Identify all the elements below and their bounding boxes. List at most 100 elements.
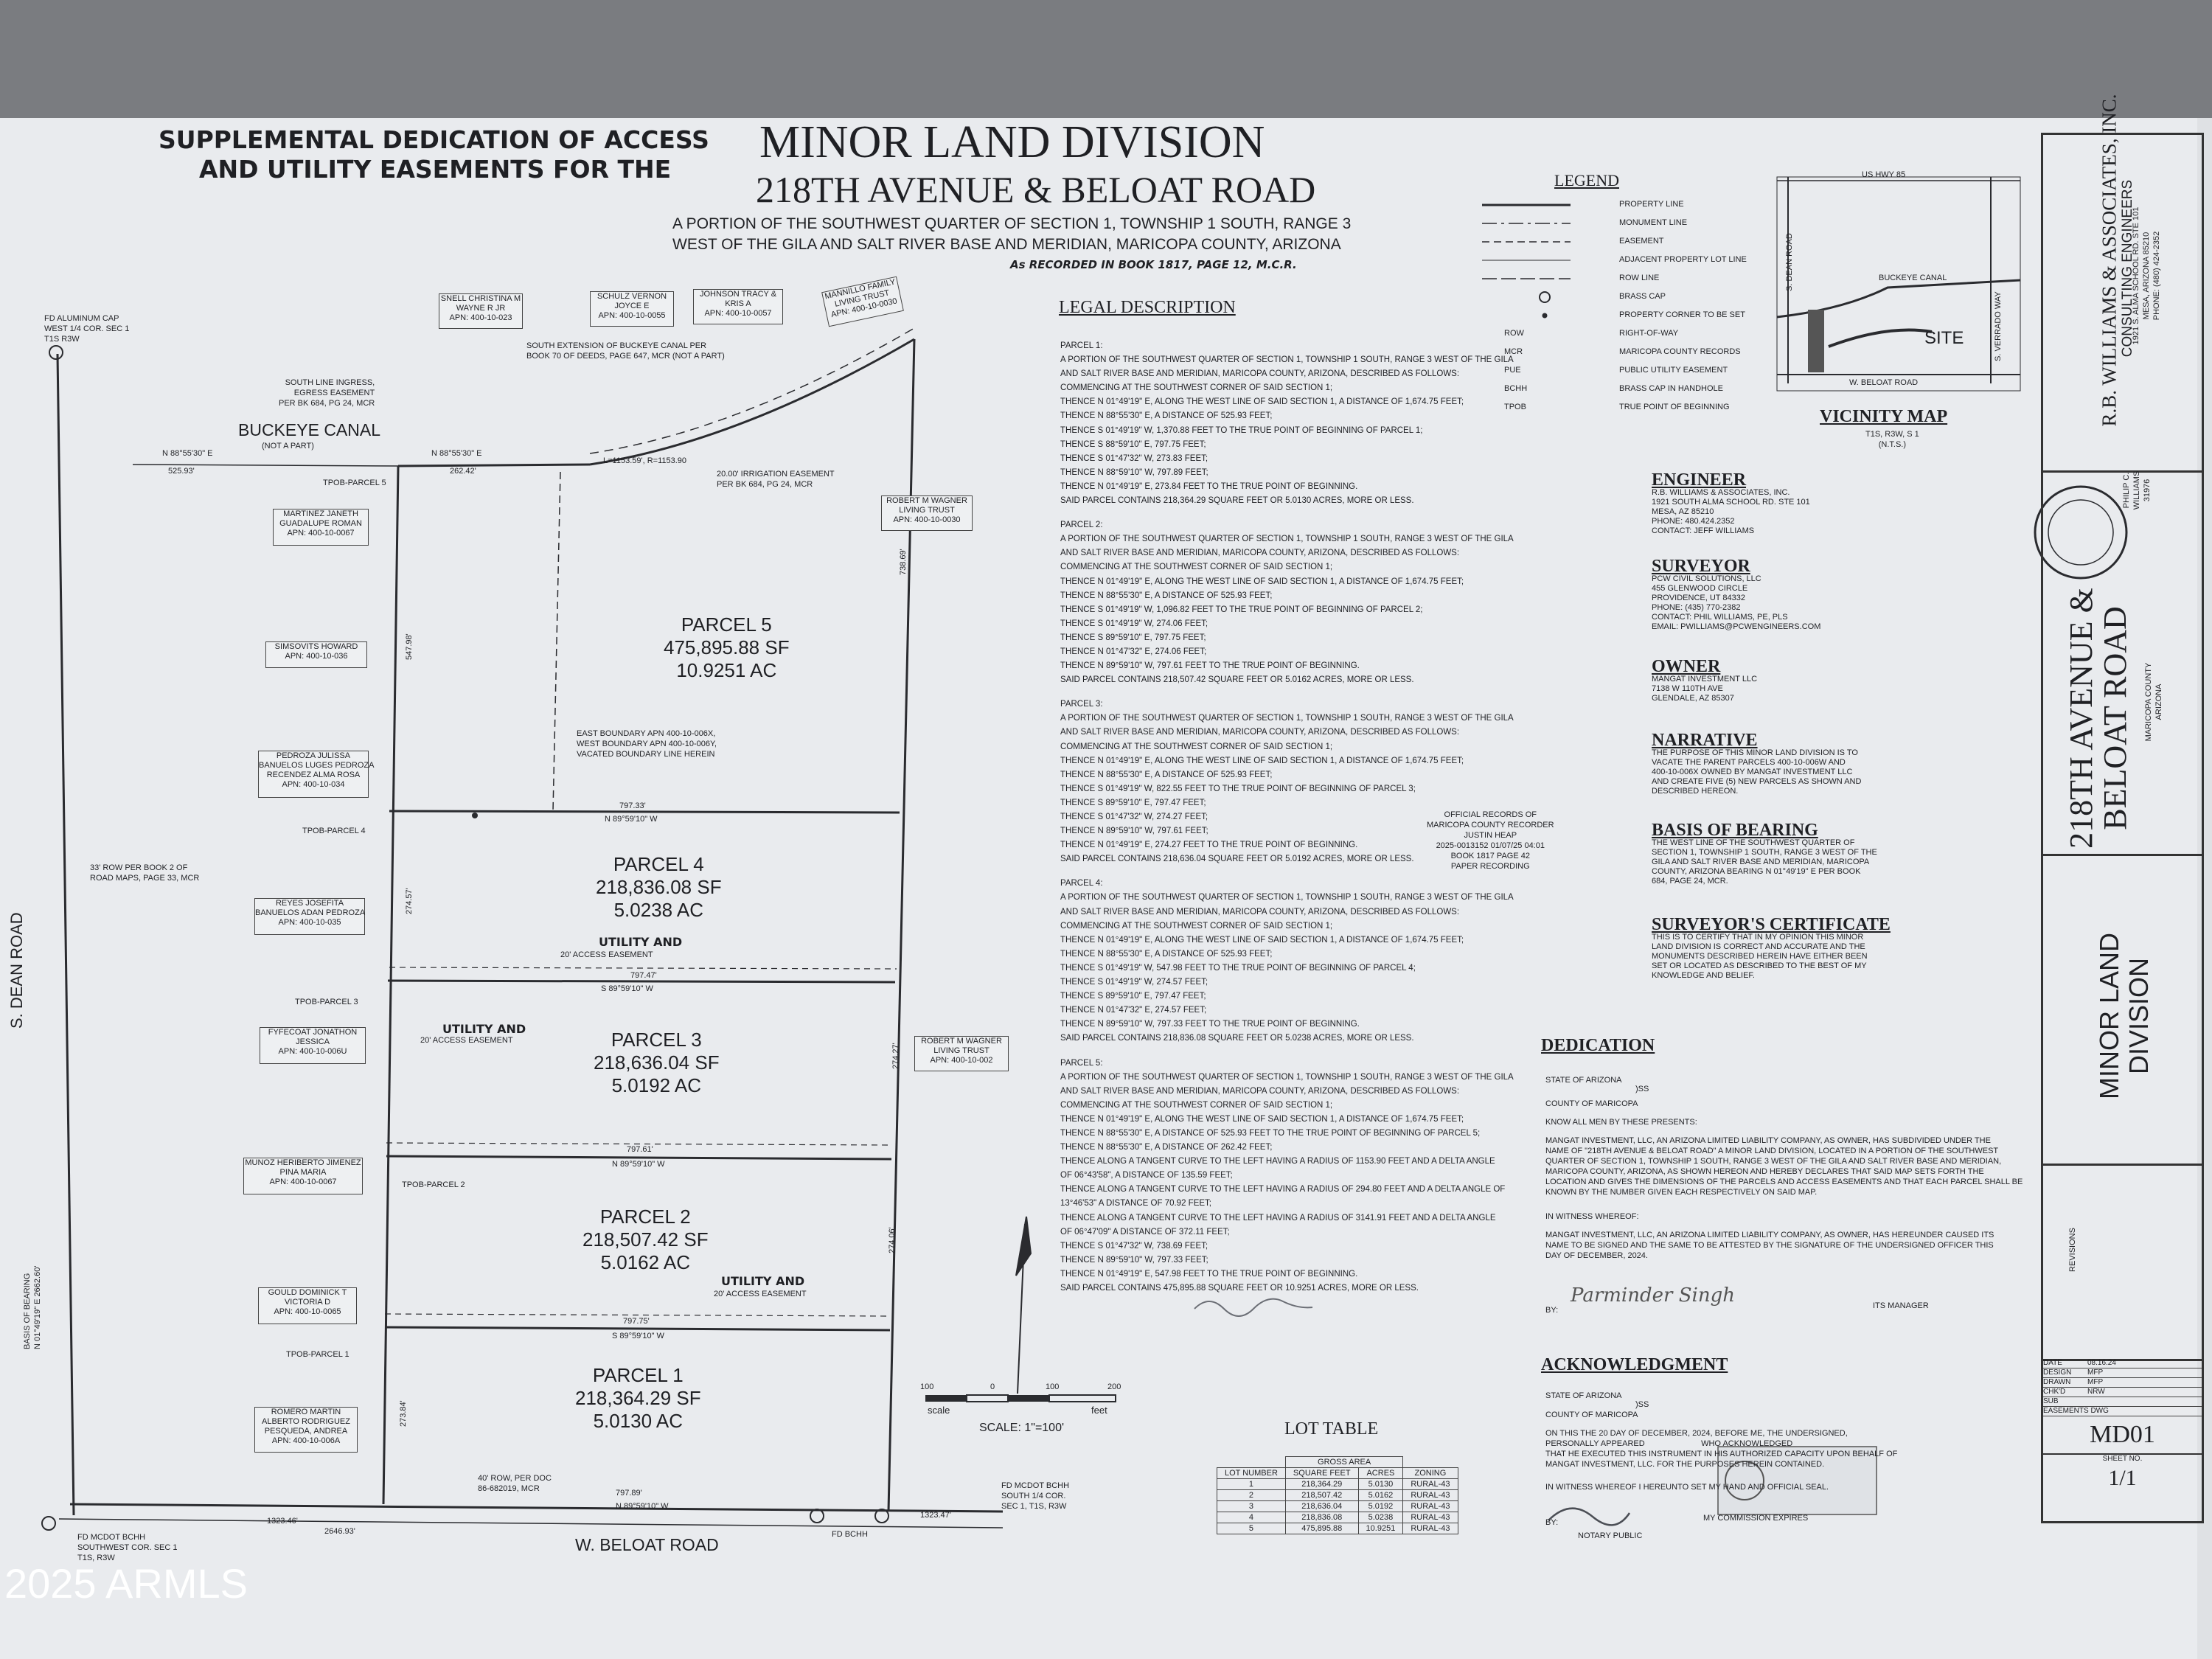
- dim-273-84: 273.84': [399, 1400, 408, 1427]
- surveyor-body: PCW CIVIL SOLUTIONS, LLC 455 GLENWOOD CI…: [1652, 574, 1821, 631]
- legal-line: AND SALT RIVER BASE AND MERIDIAN, MARICO…: [1060, 369, 1460, 379]
- legal-line: THENCE S 01°49'19" W, 274.06 FEET;: [1060, 619, 1208, 628]
- legal-line: PARCEL 5:: [1060, 1058, 1103, 1068]
- tpob-parcel-4: TPOB-PARCEL 4: [302, 827, 366, 835]
- legend-heading: LEGEND: [1554, 171, 1619, 189]
- parcel-3-4-line: [387, 979, 896, 984]
- access-easement-3: [386, 1142, 893, 1146]
- ack-state: STATE OF ARIZONA: [1545, 1391, 1622, 1400]
- page-subtitle: 218TH AVENUE & BELOAT ROAD: [756, 169, 1316, 210]
- owner-box-johnson: JOHNSON TRACY & KRIS A APN: 400-10-0057: [693, 289, 783, 324]
- dim-797-47: 797.47': [630, 971, 657, 980]
- owner-section: OWNER MANGAT INVESTMENT LLC 7138 W 110TH…: [1652, 657, 1917, 703]
- owner-box-reyes: REYES JOSEFITA BANUELOS ADAN PEDROZA APN…: [254, 898, 365, 935]
- legal-line: [1060, 508, 1503, 518]
- vicinity-beloat: W. BELOAT ROAD: [1849, 378, 1919, 387]
- ack-by: BY:: [1545, 1518, 1559, 1527]
- lot-table-header: LOT NUMBER: [1217, 1467, 1286, 1479]
- parcel-1-2-line: [384, 1326, 891, 1332]
- legal-line: OF 06°47'09" A DISTANCE OF 372.11 FEET;: [1060, 1227, 1230, 1237]
- table-cell: 5.0238: [1357, 1512, 1404, 1523]
- dim-547: 547.98': [405, 633, 414, 660]
- owner-box-pedroza: PEDROZA JULISSA BANUELOS LUGES PEDROZA R…: [258, 751, 375, 798]
- legal-line: AND SALT RIVER BASE AND MERIDIAN, MARICO…: [1060, 549, 1460, 558]
- dedication-state: STATE OF ARIZONA: [1545, 1076, 1622, 1085]
- notary-seal: [1717, 1446, 1877, 1515]
- dean-road-label: S. DEAN ROAD: [7, 912, 26, 1029]
- section-west-line: [56, 353, 75, 1516]
- legal-line: A PORTION OF THE SOUTHWEST QUARTER OF SE…: [1060, 355, 1514, 365]
- legal-line: AND SALT RIVER BASE AND MERIDIAN, MARICO…: [1060, 907, 1460, 917]
- chkd-value: NRW: [2087, 1388, 2105, 1396]
- dim-262: 262.42': [450, 467, 476, 476]
- dedication-witness: IN WITNESS WHEREOF:: [1545, 1212, 1639, 1221]
- legal-line: PARCEL 4:: [1060, 879, 1103, 888]
- lot-table-header: ZONING: [1402, 1467, 1458, 1479]
- title-block: R.B. WILLIAMS & ASSOCIATES, INC. CONSULT…: [2041, 94, 2204, 1523]
- legal-line: [1060, 1046, 1503, 1057]
- dedication-signature: Parminder Singh: [1571, 1284, 1735, 1307]
- access-easement-4: [389, 967, 897, 970]
- bearing-n-3: N 89°59'10" W: [616, 1502, 669, 1511]
- north-arrow: [1015, 1216, 1032, 1394]
- legal-line: THENCE S 89°59'10" E, 797.47 FEET;: [1060, 798, 1206, 807]
- legal-line: THENCE N 89°59'10" W, 797.33 FEET;: [1060, 1255, 1208, 1265]
- legal-line: SAID PARCEL CONTAINS 218,836.08 SQUARE F…: [1060, 1034, 1414, 1043]
- legal-line: THENCE S 01°49'19" W, 1,370.88 FEET TO T…: [1060, 425, 1423, 435]
- dim-797-75: 797.75': [623, 1317, 650, 1326]
- legend-abbr: PUE: [1504, 366, 1521, 375]
- legal-line: COMMENCING AT THE SOUTHWEST CORNER OF SA…: [1060, 563, 1333, 572]
- design-value: MFP: [2087, 1368, 2104, 1377]
- firm-address: 1921 S. ALMA SCHOOL RD. STE 101 MESA, AR…: [2132, 206, 2161, 345]
- fd-mcdot-sw-label: FD MCDOT BCHH SOUTHWEST COR. SEC 1 T1S, …: [77, 1533, 178, 1562]
- legal-line: COMMENCING AT THE SOUTHWEST CORNER OF SA…: [1060, 1100, 1333, 1110]
- legal-line: THENCE N 01°49'19" E, ALONG THE WEST LIN…: [1060, 1114, 1464, 1124]
- parcel-2-3-line: [386, 1155, 892, 1161]
- legal-line: THENCE S 01°47'32" W, 738.69 FEET;: [1060, 1241, 1208, 1251]
- owner-heading: OWNER: [1652, 657, 1721, 676]
- legend-item: MONUMENT LINE: [1619, 218, 1688, 227]
- table-cell: RURAL-43: [1402, 1478, 1458, 1490]
- legend-abbr: BCHH: [1504, 384, 1528, 393]
- legal-line: THENCE S 01°49'19" W, 1,096.82 FEET TO T…: [1060, 605, 1423, 614]
- fd-mcdot-south-label: FD MCDOT BCHH SOUTH 1/4 COR. SEC 1, T1S,…: [1001, 1481, 1070, 1511]
- table-cell: 218,364.29: [1284, 1478, 1359, 1490]
- legal-line: THENCE N 88°55'30" E, A DISTANCE OF 525.…: [1060, 411, 1273, 421]
- scale-tick-200: 200: [1107, 1382, 1121, 1391]
- parcel-north-line: [397, 463, 591, 467]
- legal-line: SAID PARCEL CONTAINS 475,895.88 SQUARE F…: [1060, 1284, 1419, 1293]
- access-easement-2: [384, 1313, 891, 1317]
- lot-table-heading: LOT TABLE: [1284, 1419, 1379, 1439]
- project-county: MARICOPA COUNTY ARIZONA: [2144, 662, 2163, 742]
- owner-box-schulz: SCHULZ VERNON JOYCE E APN: 400-10-0055: [590, 291, 674, 327]
- chkd-label: CHK'D: [2043, 1388, 2066, 1396]
- legend-item: MARICOPA COUNTY RECORDS: [1619, 347, 1741, 356]
- sheet-no: 1/1: [2108, 1466, 2137, 1490]
- owner-box-gould: GOULD DOMINICK T VICTORIA D APN: 400-10-…: [258, 1287, 357, 1324]
- buckeye-canal-label: BUCKEYE CANAL: [238, 420, 381, 439]
- canal-south-line: [132, 464, 399, 467]
- utility-label-2: UTILITY AND: [721, 1274, 805, 1288]
- owner-box-fyfecoat: FYFECOAT JONATHON JESSICA APN: 400-10-00…: [260, 1027, 366, 1064]
- legal-line: PARCEL 1:: [1060, 341, 1103, 350]
- sheet-code: MD01: [2043, 1416, 2202, 1455]
- firm-panel: R.B. WILLIAMS & ASSOCIATES, INC. CONSULT…: [2043, 94, 2202, 473]
- table-cell: 3: [1217, 1500, 1286, 1512]
- tpob-parcel-3: TPOB-PARCEL 3: [295, 998, 358, 1006]
- table-cell: 218,836.08: [1284, 1512, 1359, 1523]
- legal-line: OF 06°43'58", A DISTANCE OF 135.59 FEET;: [1060, 1171, 1233, 1180]
- legend-symbols: [1482, 204, 1571, 319]
- easements-label: EASEMENTS DWG: [2043, 1407, 2202, 1416]
- table-cell: 218,636.04: [1284, 1500, 1359, 1512]
- table-cell: RURAL-43: [1402, 1512, 1458, 1523]
- scale-label: SCALE: 1"=100': [979, 1422, 1065, 1434]
- table-cell: RURAL-43: [1402, 1489, 1458, 1501]
- bearing-s-1: S 89°59'10" W: [601, 984, 653, 993]
